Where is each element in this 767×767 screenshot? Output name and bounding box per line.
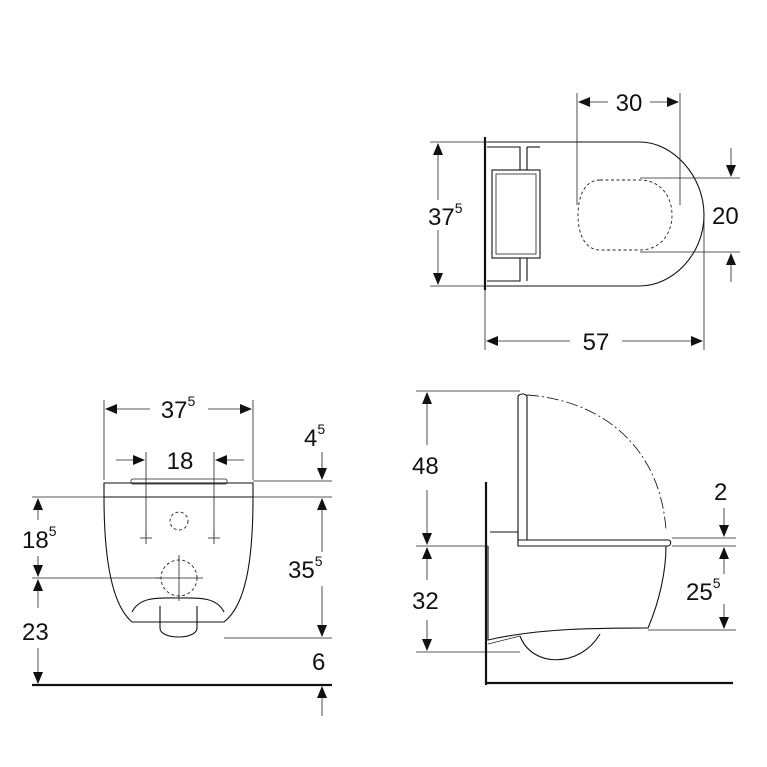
dim-bowl-opening-label: 20 — [712, 203, 739, 230]
top-view: 375 30 20 57 — [428, 90, 740, 356]
side-view: 48 32 2 255 — [412, 390, 736, 685]
dim-bowl-width-label: 30 — [616, 90, 643, 117]
dim-length-label: 57 — [583, 329, 610, 356]
dim-top-width-label: 375 — [428, 200, 463, 231]
front-view-dimensions: 375 18 45 355 — [22, 393, 332, 716]
dim-seat-height-label: 32 — [412, 588, 439, 615]
front-view: 375 18 45 355 — [22, 393, 332, 716]
side-view-outline — [484, 393, 733, 685]
dim-bolt-height-label: 185 — [22, 523, 57, 554]
top-view-dimensions: 375 30 20 57 — [428, 90, 740, 356]
dim-seat-open-height-label: 48 — [412, 453, 439, 480]
front-view-outline — [32, 478, 332, 687]
dim-front-width-label: 375 — [161, 393, 196, 424]
dim-rim-height-label: 255 — [686, 575, 721, 606]
top-view-outline — [483, 137, 705, 290]
dim-seat-thickness-label: 2 — [714, 479, 727, 506]
dim-body-height-label: 355 — [288, 553, 323, 584]
dim-bolt-spacing-label: 18 — [167, 448, 194, 475]
dim-top-offset-label: 45 — [304, 421, 325, 452]
side-view-dimensions: 48 32 2 255 — [412, 390, 736, 653]
dim-outlet-height-label: 23 — [22, 619, 49, 646]
dim-floor-clearance-label: 6 — [312, 649, 325, 676]
